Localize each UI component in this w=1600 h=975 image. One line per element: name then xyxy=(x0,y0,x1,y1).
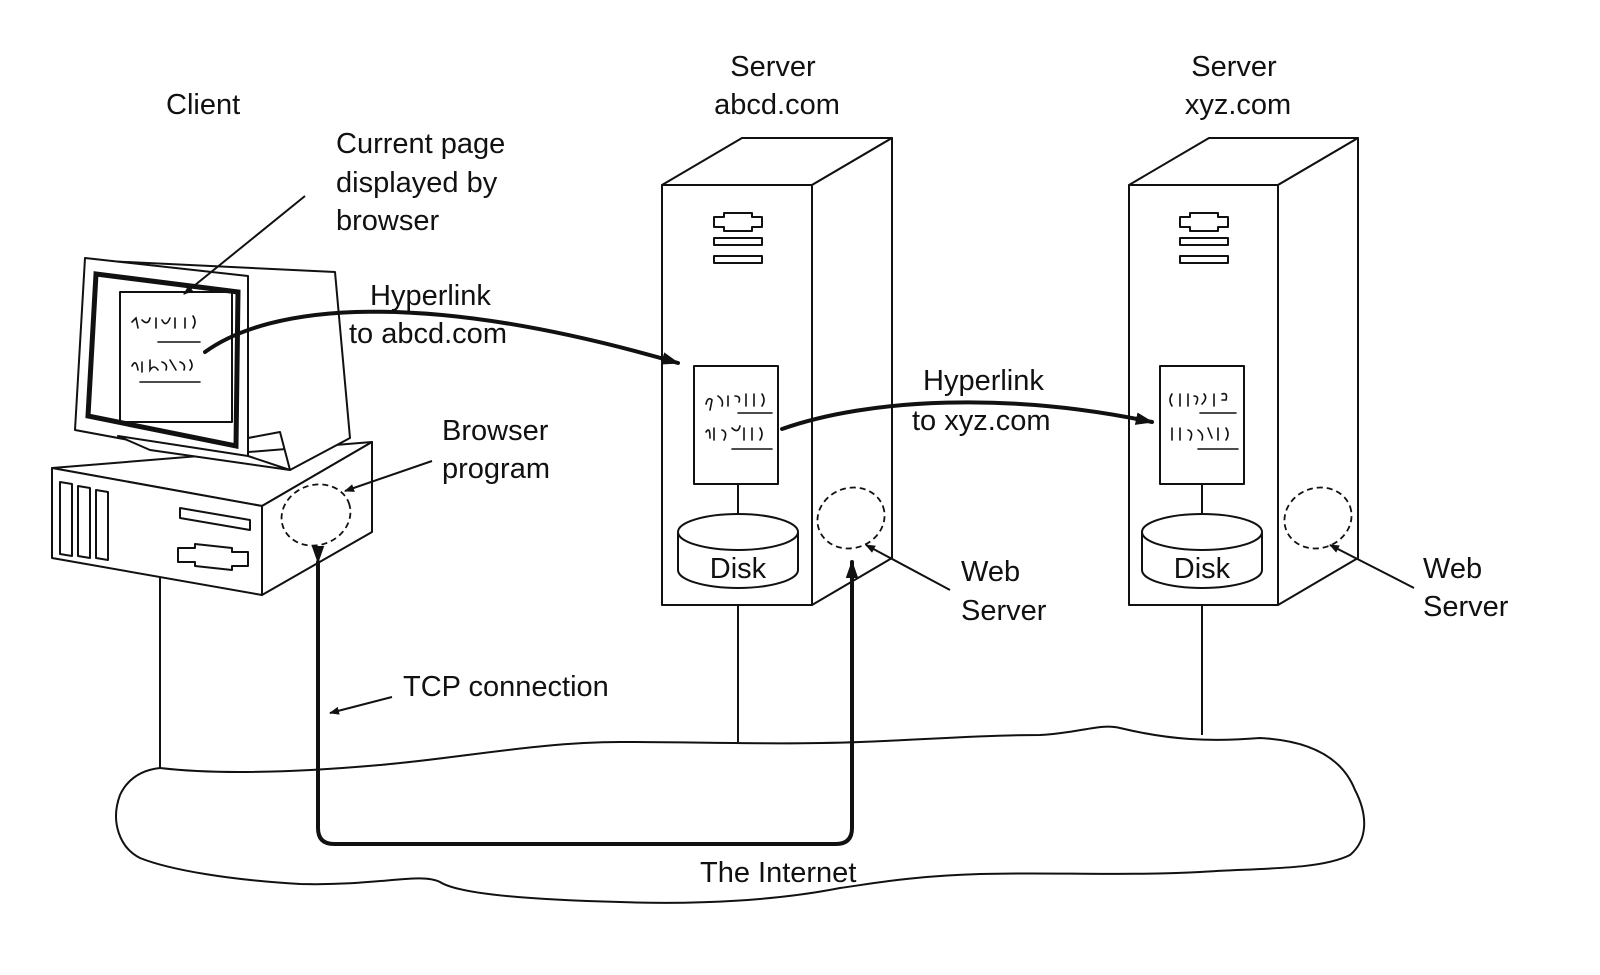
hyperlink-arrow-abcd xyxy=(203,309,680,365)
client-system-unit-side xyxy=(261,441,373,596)
web-server-abcd-line-2: Server xyxy=(961,595,1047,627)
web-server-abcd-line-1: Web xyxy=(961,556,1020,588)
current-page-line-3: browser xyxy=(336,205,439,237)
server-xyz-page-scribbles xyxy=(1169,392,1239,450)
web-server-label-xyz: Web Server xyxy=(1423,553,1509,623)
client-page-sheet xyxy=(119,291,233,423)
server-abcd: Disk xyxy=(661,137,893,606)
web-server-region-abcd xyxy=(816,486,886,550)
client-page-scribbles xyxy=(131,315,201,383)
disk-label-abcd: Disk xyxy=(710,553,767,585)
web-server-xyz-line-2: Server xyxy=(1423,591,1509,623)
tcp-connection-label: TCP connection xyxy=(403,671,609,703)
client-floppy-slot xyxy=(179,507,251,531)
internet-cloud xyxy=(115,725,1366,904)
client-monitor-base xyxy=(117,435,291,471)
internet-label: The Internet xyxy=(700,857,856,889)
current-page-line-2: displayed by xyxy=(336,167,498,199)
server-abcd-side xyxy=(811,137,893,606)
server-abcd-page-scribbles xyxy=(705,393,773,450)
server-xyz-panel-icon xyxy=(1179,212,1229,264)
web-server-pointer-xyz xyxy=(1329,544,1415,589)
client-slot-icon xyxy=(177,543,249,571)
current-page-label: Current page displayed by browser xyxy=(336,128,513,237)
browser-program-label: Browser program xyxy=(442,415,556,485)
server-xyz-page xyxy=(1159,365,1245,485)
server-xyz-title: Server xyz.com xyxy=(1185,51,1291,121)
server-abcd-page xyxy=(693,365,779,485)
server-xyz-title-line-1: Server xyxy=(1191,51,1277,83)
server-xyz-disk xyxy=(1141,513,1263,589)
server-xyz-title-line-2: xyz.com xyxy=(1185,89,1291,121)
current-page-line-1: Current page xyxy=(336,128,505,160)
client-screen-bezel xyxy=(85,271,241,450)
server-abcd-title-line-1: Server xyxy=(730,51,816,83)
browser-program-line-2: program xyxy=(442,453,550,485)
server-xyz: Disk xyxy=(1128,137,1359,606)
tcp-connection-pointer xyxy=(329,696,393,715)
hyperlink-abcd-label: Hyperlink to abcd.com xyxy=(349,280,507,350)
hyperlink-abcd-line-1: Hyperlink xyxy=(370,280,491,312)
browser-program-line-1: Browser xyxy=(442,415,549,447)
client-label: Client xyxy=(166,89,240,121)
web-server-region-xyz xyxy=(1283,486,1353,550)
browser-program-pointer xyxy=(344,460,433,492)
current-page-pointer xyxy=(183,195,306,295)
web-server-xyz-line-1: Web xyxy=(1423,553,1482,585)
web-server-pointer-abcd xyxy=(865,544,951,591)
web-server-label-abcd: Web Server xyxy=(961,556,1047,627)
client-drive-bays xyxy=(59,481,109,561)
hyperlink-abcd-line-2: to abcd.com xyxy=(349,318,507,350)
server-abcd-title-line-2: abcd.com xyxy=(714,89,840,121)
browser-program-region xyxy=(280,483,352,547)
disk-label-xyz: Disk xyxy=(1174,553,1231,585)
server-abcd-panel-icon xyxy=(713,212,763,264)
tcp-connection-line xyxy=(311,545,859,846)
hyperlink-xyz-line-2: to xyz.com xyxy=(912,405,1051,437)
client-computer xyxy=(51,257,373,596)
hyperlink-xyz-label: Hyperlink to xyz.com xyxy=(912,365,1052,437)
server-xyz-side xyxy=(1277,137,1359,606)
hyperlink-arrow-xyz xyxy=(780,400,1154,431)
server-abcd-title: Server abcd.com xyxy=(714,51,840,121)
hyperlink-xyz-line-1: Hyperlink xyxy=(923,365,1044,397)
